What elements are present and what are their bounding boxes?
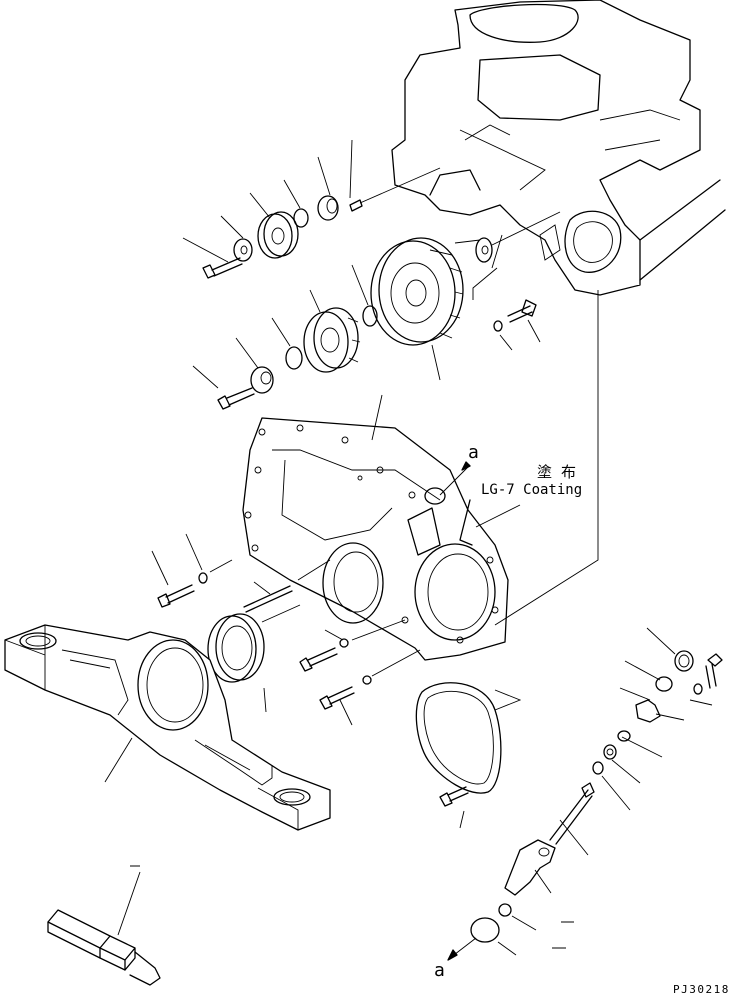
callout-a-top: a xyxy=(439,442,479,496)
drawing-number: PJ30218 xyxy=(673,983,730,996)
idler-gear-assembly-upper xyxy=(182,139,441,279)
coating-note: 塗 布 LG-7 Coating xyxy=(475,463,582,528)
engine-block xyxy=(391,0,726,296)
crank-front-seal xyxy=(207,604,301,713)
filler-tube-assembly xyxy=(470,627,723,956)
rear-gasket xyxy=(415,682,522,794)
coating-note-en: LG-7 Coating xyxy=(481,482,582,498)
case-bolts-lower xyxy=(299,619,421,726)
callout-a-bottom-label: a xyxy=(434,960,445,981)
installation-tool xyxy=(47,865,161,986)
gasket-bolt xyxy=(439,786,469,829)
coating-note-jp: 塗 布 xyxy=(537,463,576,481)
leader-block-to-case xyxy=(494,290,599,626)
callout-a-top-label: a xyxy=(468,442,479,463)
callout-a-bottom: a xyxy=(434,937,477,981)
idler-gear-assembly-lower xyxy=(192,289,361,410)
cam-gear xyxy=(351,211,561,381)
front-gear-case xyxy=(242,394,509,661)
bolt-washer-right xyxy=(493,299,541,351)
case-bolts-left xyxy=(151,533,331,613)
front-support-bracket xyxy=(4,624,331,831)
